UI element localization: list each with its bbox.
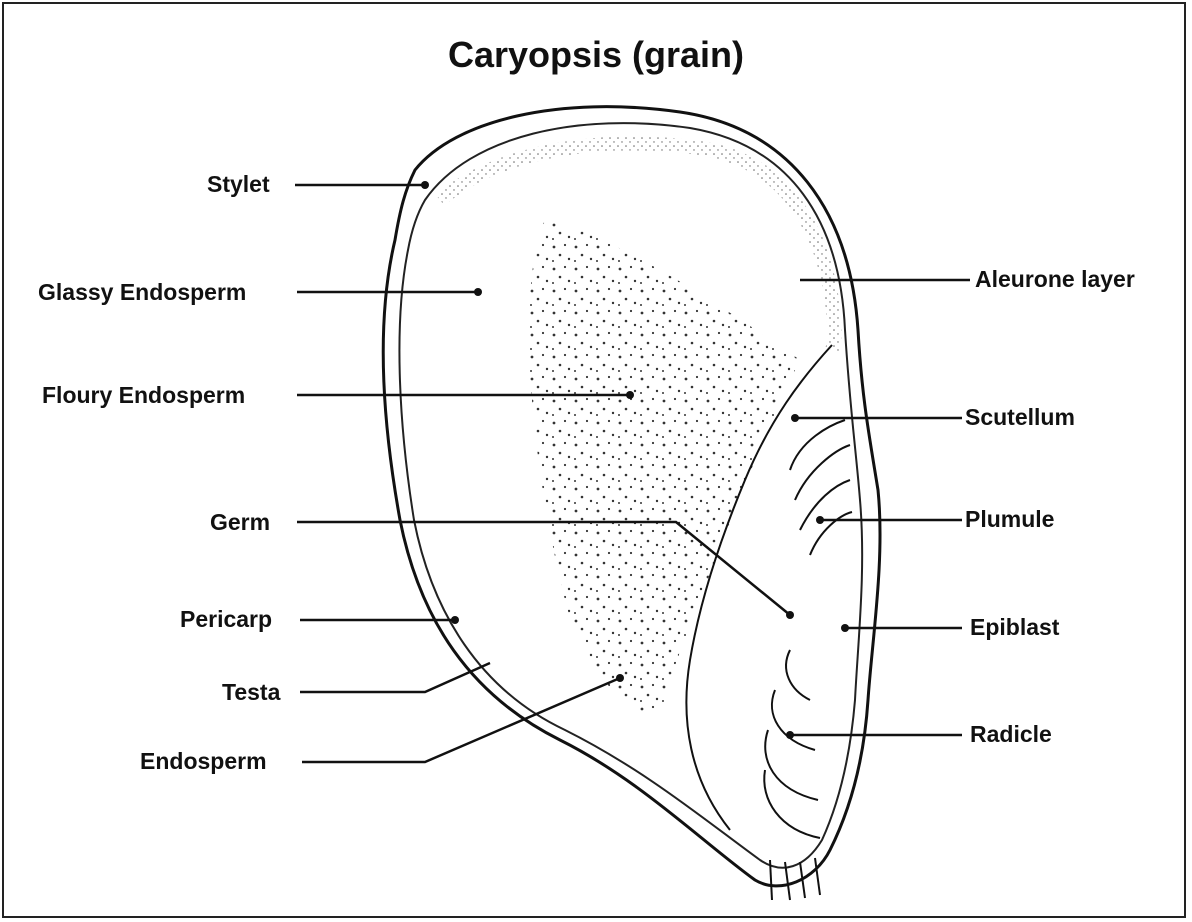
leader-testa (300, 663, 490, 692)
label-scutellum: Scutellum (965, 406, 1075, 429)
floury-endosperm-region (529, 220, 800, 720)
label-floury-endosperm: Floury Endosperm (42, 384, 245, 407)
label-glassy-endosperm: Glassy Endosperm (38, 281, 246, 304)
label-endosperm: Endosperm (140, 750, 267, 773)
radicle-drawing (764, 650, 820, 838)
label-radicle: Radicle (970, 723, 1052, 746)
label-germ: Germ (210, 511, 270, 534)
label-epiblast: Epiblast (970, 616, 1059, 639)
leader-endosperm (302, 678, 620, 762)
label-testa: Testa (222, 681, 280, 704)
grain-base (770, 858, 820, 900)
label-pericarp: Pericarp (180, 608, 272, 631)
label-stylet: Stylet (207, 173, 270, 196)
label-aleurone-layer: Aleurone layer (975, 268, 1135, 291)
label-plumule: Plumule (965, 508, 1054, 531)
plumule-drawing (790, 420, 852, 555)
